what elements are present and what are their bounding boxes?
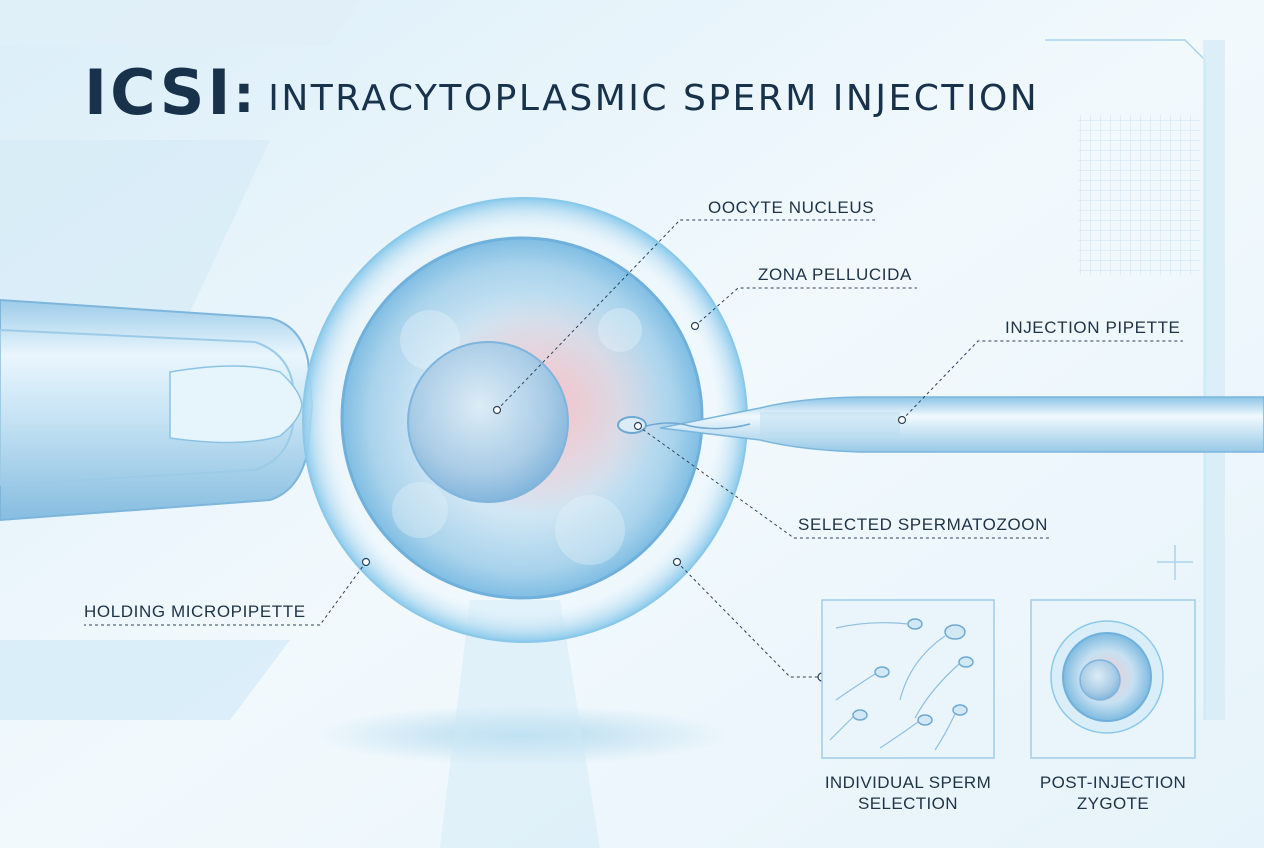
grid-decoration — [1078, 115, 1200, 275]
caption-zygote-line2: ZYGOTE — [1076, 794, 1150, 813]
light-beam — [440, 600, 600, 848]
injection-pipette — [659, 396, 1264, 453]
light-shadow — [310, 705, 730, 765]
frame-tab — [1203, 40, 1225, 720]
background-panel-bottom — [0, 640, 290, 720]
label-zona-pellucida: ZONA PELLUCIDA — [758, 265, 912, 284]
oocyte — [302, 197, 748, 643]
inset-zygote — [1030, 599, 1196, 759]
background-panel-top — [0, 0, 360, 45]
caption-zygote-line1: POST-INJECTION — [1039, 773, 1187, 792]
title-separator: : — [233, 65, 255, 125]
caption-sperm-selection-line1: INDIVIDUAL SPERM — [824, 773, 992, 792]
label-holding-micropipette: HOLDING MICROPIPETTE — [84, 602, 306, 621]
label-selected-spermatozoon: SELECTED SPERMATOZOON — [798, 515, 1049, 534]
leader-selected-spermatozoon — [637, 425, 1050, 539]
holding-micropipette — [0, 298, 314, 522]
label-injection-pipette: INJECTION PIPETTE — [1005, 318, 1181, 337]
leader-lines — [84, 219, 1183, 678]
leader-zona-pellucida — [694, 287, 917, 327]
caption-zygote: POST-INJECTION ZYGOTE — [1023, 772, 1203, 814]
leader-injection-pipette — [901, 340, 1183, 421]
title-abbreviation: ICSI — [84, 56, 234, 129]
title-full-name: INTRACYTOPLASMIC SPERM INJECTION — [268, 78, 1040, 119]
inset-sperm-selection — [821, 599, 995, 759]
crosshair-decoration — [1157, 545, 1193, 580]
label-oocyte-nucleus: OOCYTE NUCLEUS — [708, 198, 875, 217]
leader-inset — [676, 561, 822, 678]
leader-holding-micropipette — [84, 561, 367, 626]
caption-sperm-selection-line2: SELECTION — [858, 794, 958, 813]
page-title: ICSI: INTRACYTOPLASMIC SPERM INJECTION — [84, 56, 1039, 129]
caption-sperm-selection: INDIVIDUAL SPERM SELECTION — [810, 772, 1006, 814]
